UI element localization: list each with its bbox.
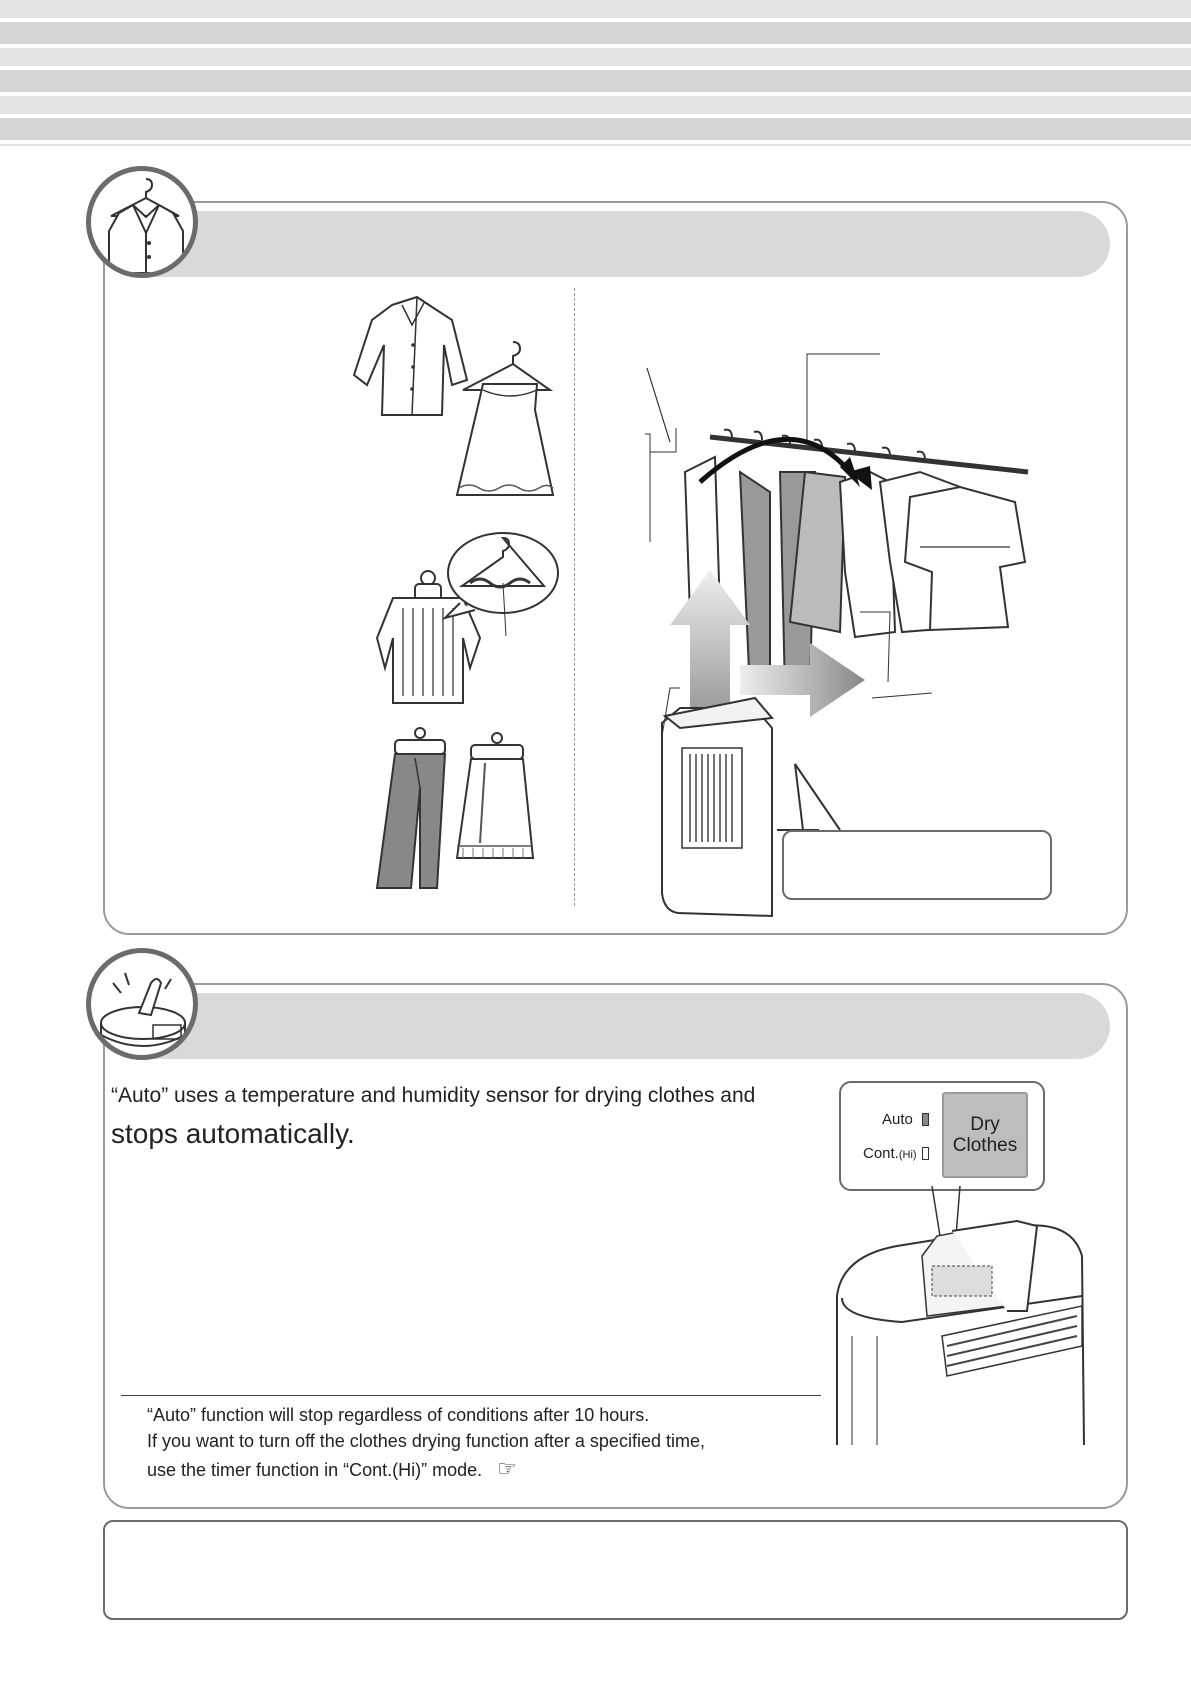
callout-pointer xyxy=(777,763,841,831)
clothes-rail-illustration xyxy=(645,353,1029,693)
section1-badge xyxy=(86,166,198,278)
bottom-note-box xyxy=(103,1520,1128,1620)
sweater-illustration xyxy=(375,570,482,704)
pointing-hand-icon: ☞ xyxy=(497,1457,517,1482)
section2-note-line3-text: use the timer function in “Cont.(Hi)” mo… xyxy=(147,1460,483,1480)
airflow-arrows xyxy=(670,570,865,717)
dry-clothes-button-line2: Clothes xyxy=(952,1135,1018,1156)
section1-callout-box xyxy=(782,830,1052,900)
dehumidifier-top-illustration xyxy=(832,1185,1092,1447)
cont-indicator xyxy=(922,1147,929,1160)
shirt-on-hanger-icon xyxy=(108,178,184,273)
section2-title-bar xyxy=(150,993,1110,1059)
dehumidifier-illustration xyxy=(661,687,774,918)
section2-note-line3: use the timer function in “Cont.(Hi)” mo… xyxy=(147,1457,517,1482)
section1-title-bar xyxy=(150,211,1110,277)
shirt-illustration xyxy=(352,295,469,416)
skirt-on-hanger-illustration xyxy=(455,732,535,859)
header-stripes xyxy=(0,0,1191,146)
dry-clothes-button[interactable]: Dry Clothes xyxy=(942,1092,1028,1178)
leader-line-right xyxy=(871,692,933,699)
section2-note-line1: “Auto” function will stop regardless of … xyxy=(147,1405,650,1425)
section2-note-rule xyxy=(121,1395,821,1396)
section2-note-line2: If you want to turn off the clothes dryi… xyxy=(147,1431,705,1451)
section2-intro-line2: stops automatically. xyxy=(111,1118,355,1149)
auto-indicator xyxy=(922,1113,929,1126)
cont-label: Cont.(Hi) xyxy=(863,1145,917,1162)
finger-pressing-button-icon xyxy=(100,972,186,1047)
pants-on-hanger-illustration xyxy=(375,727,447,889)
section2-badge xyxy=(86,948,198,1060)
dress-on-hanger-illustration xyxy=(455,341,555,496)
section1-dashed-divider xyxy=(574,288,575,906)
cont-label-suffix: (Hi) xyxy=(898,1149,917,1161)
auto-label: Auto xyxy=(882,1111,913,1128)
cont-label-text: Cont. xyxy=(863,1145,899,1162)
section2-intro-line1: “Auto” uses a temperature and humidity s… xyxy=(111,1084,756,1107)
dry-clothes-button-line1: Dry xyxy=(970,1114,1000,1135)
hanger-zoom-callout xyxy=(441,532,559,637)
